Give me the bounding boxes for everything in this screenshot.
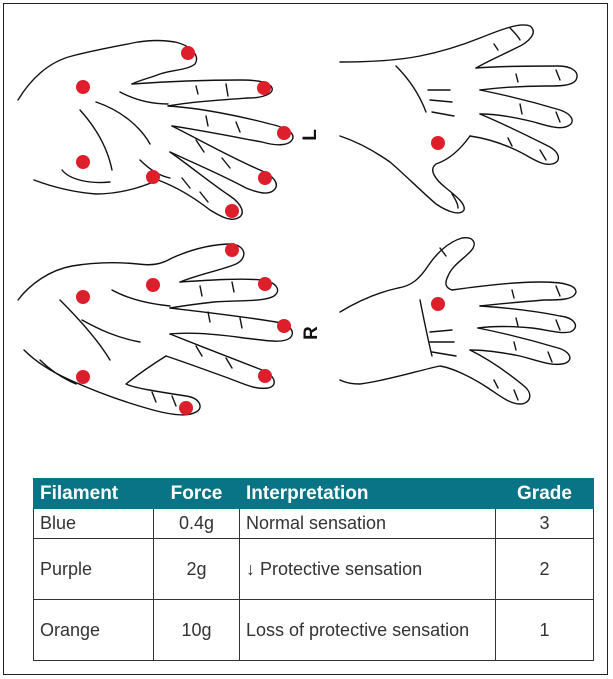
test-site-dot [76,290,90,304]
grade-cell: 3 [496,509,594,539]
table-row: Orange 10g Loss of protective sensation … [34,600,594,661]
test-site-dot [146,278,160,292]
test-site-dot [277,126,291,140]
test-site-dot [225,204,239,218]
left-dorsum-outline [340,25,577,213]
grade-cell: 2 [496,539,594,600]
force-cell: 0.4g [154,509,240,539]
col-header-grade: Grade [496,479,594,509]
test-site-dot [258,171,272,185]
force-cell: 2g [154,539,240,600]
table-header-row: Filament Force Interpretation Grade [34,479,594,509]
col-header-force: Force [154,479,240,509]
right-hand-label: R [301,326,323,340]
test-site-dot [431,136,445,150]
right-palm-outline [18,244,292,415]
test-site-dot [258,369,272,383]
test-site-dot [431,297,445,311]
col-header-filament: Filament [34,479,154,509]
grade-cell: 1 [496,600,594,661]
filament-cell: Purple [34,539,154,600]
filament-cell: Orange [34,600,154,661]
right-dorsum-outline [340,238,576,404]
interpretation-cell: ↓ Protective sensation [240,539,496,600]
filament-grading-table: Filament Force Interpretation Grade Blue… [33,478,594,661]
test-site-dot [225,243,239,257]
hand-diagram [0,0,613,440]
interpretation-cell: Normal sensation [240,509,496,539]
test-site-dot [146,170,160,184]
test-site-dot [258,277,272,291]
table-row: Blue 0.4g Normal sensation 3 [34,509,594,539]
table-row: Purple 2g ↓ Protective sensation 2 [34,539,594,600]
left-hand-label: L [300,129,322,141]
filament-cell: Blue [34,509,154,539]
test-site-dot [179,401,193,415]
force-cell: 10g [154,600,240,661]
left-palm-outline [18,41,293,220]
col-header-interpretation: Interpretation [240,479,496,509]
test-site-dot [76,155,90,169]
test-site-dot [76,370,90,384]
test-site-dot [277,319,291,333]
interpretation-cell: Loss of protective sensation [240,600,496,661]
test-site-dot [257,81,271,95]
test-site-dot [181,46,195,60]
test-site-dot [76,80,90,94]
